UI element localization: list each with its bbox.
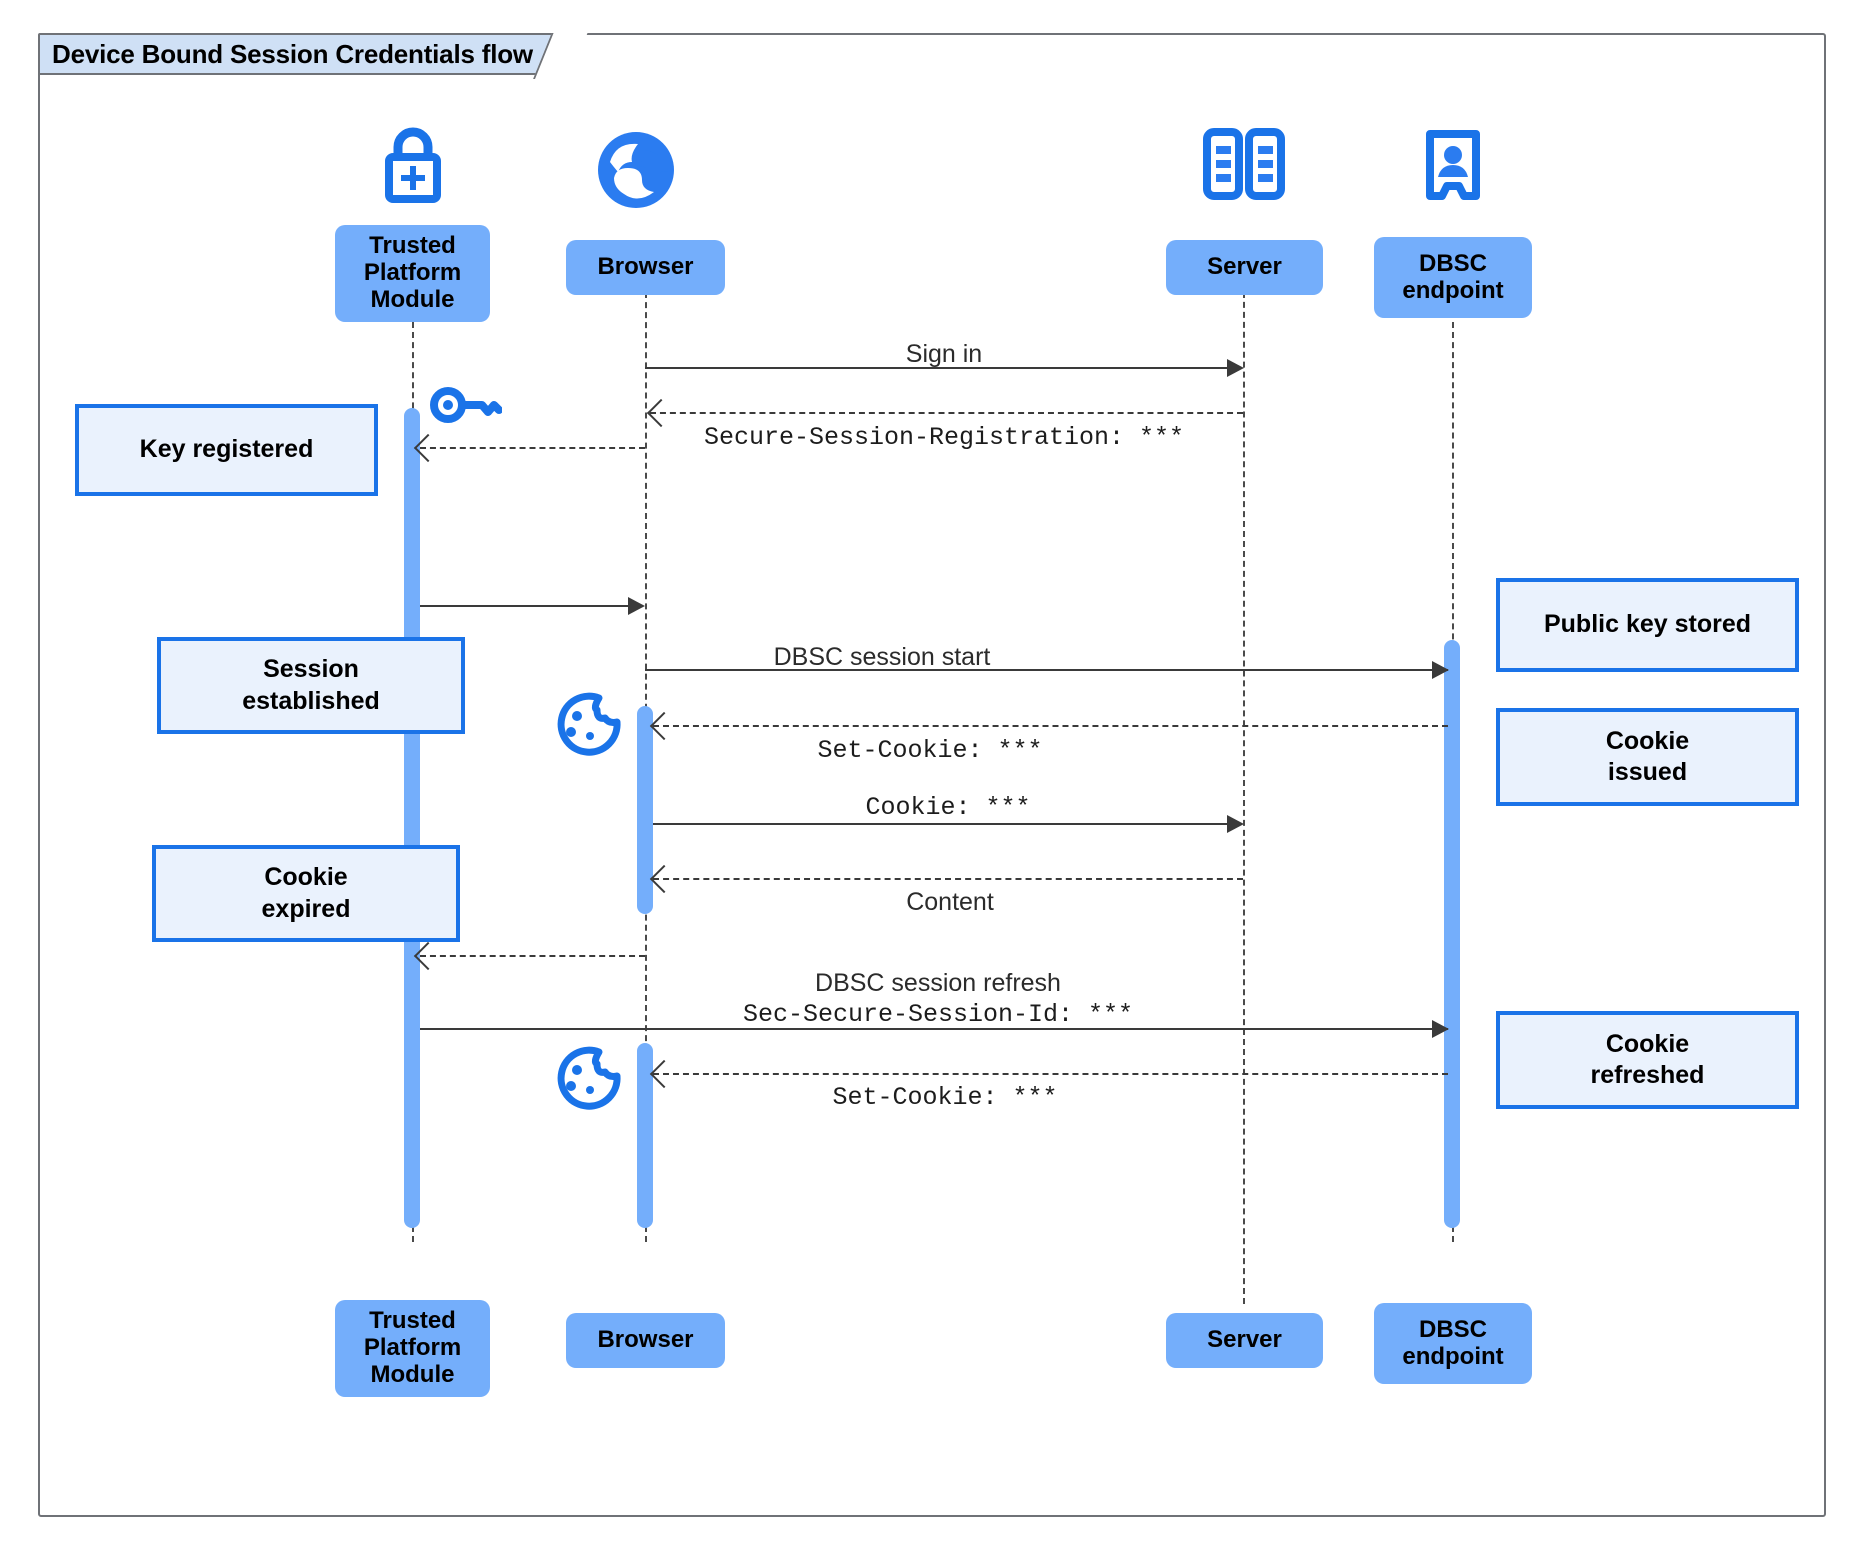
participant-box-server-top[interactable]: Server: [1166, 240, 1323, 295]
activation-dbsc: [1444, 640, 1460, 1228]
message-label-sec-secure-session-id: Sec-Secure-Session-Id: ***: [742, 1000, 1134, 1029]
padlock-plus-icon: [370, 125, 456, 208]
key-icon: [430, 385, 503, 434]
participant-label-browser-bottom: Browser: [597, 1326, 694, 1354]
activation-browser-1: [637, 706, 653, 914]
note-label-session-established: Session established: [242, 655, 380, 715]
message-arrow-browser-to-tpm: [420, 955, 645, 957]
participant-box-server-bottom[interactable]: Server: [1166, 1313, 1323, 1368]
activation-tpm: [404, 408, 420, 1228]
id-badge-icon: [1424, 128, 1482, 207]
note-key-registered: Key registered: [75, 404, 378, 496]
note-label-cookie-issued: Cookie issued: [1605, 726, 1690, 786]
message-label-set-cookie-1: Set-Cookie: ***: [817, 736, 1043, 765]
message-label-content: Content: [906, 888, 994, 916]
participant-label-dbsc: DBSC endpoint: [1402, 249, 1504, 304]
activation-browser-2: [637, 1043, 653, 1228]
server-rack-icon: [1203, 128, 1285, 207]
message-arrow-set-cookie-2: [653, 1073, 1448, 1075]
arrowhead-dbsc-session-refresh: [1432, 1020, 1449, 1038]
participant-label-server-bottom: Server: [1207, 1326, 1282, 1354]
frame-title-tab: Device Bound Session Credentials flow: [38, 33, 569, 75]
note-label-public-key-stored: Public key stored: [1543, 610, 1752, 639]
lifeline-server: [1243, 282, 1245, 1304]
note-session-established: Session established: [157, 637, 465, 734]
participant-box-tpm-top[interactable]: Trusted Platform Module: [335, 225, 490, 322]
message-label-cookie: Cookie: ***: [865, 793, 1031, 822]
arrowhead-cookie: [1227, 815, 1244, 833]
note-label-cookie-expired: Cookie expired: [261, 863, 351, 923]
frame-title-label: Device Bound Session Credentials flow: [52, 38, 533, 69]
participant-label-browser: Browser: [597, 253, 694, 281]
arrowhead-dbsc-session-start: [1432, 661, 1449, 679]
message-label-dbsc-session-refresh: DBSC session refresh: [815, 969, 1061, 997]
message-label-set-cookie-2: Set-Cookie: ***: [832, 1083, 1058, 1112]
participant-box-dbsc-bottom[interactable]: DBSC endpoint: [1374, 1303, 1532, 1384]
note-cookie-issued: Cookie issued: [1496, 708, 1799, 806]
cookie-icon-1: [549, 690, 621, 767]
arrowhead-sign-in: [1227, 359, 1244, 377]
note-label-cookie-refreshed: Cookie refreshed: [1590, 1029, 1705, 1089]
arrowhead-tpm-to-browser: [628, 597, 645, 615]
message-arrow-cookie: [653, 823, 1239, 825]
participant-box-tpm-bottom[interactable]: Trusted Platform Module: [335, 1300, 490, 1397]
message-arrow-secure-session-registration: [650, 412, 1243, 414]
participant-label-tpm-bottom: Trusted Platform Module: [363, 1307, 462, 1388]
participant-label-dbsc-bottom: DBSC endpoint: [1402, 1315, 1504, 1370]
message-arrow-tpm-to-browser: [420, 605, 639, 607]
participant-box-dbsc-top[interactable]: DBSC endpoint: [1374, 237, 1532, 318]
note-label-key-registered: Key registered: [139, 435, 314, 464]
message-arrow-set-cookie-1: [653, 725, 1448, 727]
note-cookie-expired: Cookie expired: [152, 845, 460, 942]
message-arrow-sign-in: [645, 367, 1239, 369]
message-label-dbsc-session-start: DBSC session start: [773, 643, 991, 671]
message-arrow-content: [653, 878, 1243, 880]
note-public-key-stored: Public key stored: [1496, 578, 1799, 672]
message-arrow-dbsc-session-start: [645, 669, 1448, 671]
message-label-secure-session-registration: Secure-Session-Registration: ***: [703, 423, 1185, 452]
participant-box-browser-top[interactable]: Browser: [566, 240, 725, 295]
cookie-icon-2: [549, 1044, 621, 1121]
participant-label-tpm: Trusted Platform Module: [363, 232, 462, 313]
globe-icon: [594, 128, 678, 217]
participant-label-server: Server: [1207, 253, 1282, 281]
message-arrow-register-key-to-tpm: [420, 447, 645, 449]
note-cookie-refreshed: Cookie refreshed: [1496, 1011, 1799, 1109]
message-label-sign-in: Sign in: [905, 340, 983, 368]
message-arrow-dbsc-session-refresh: [420, 1028, 1448, 1030]
participant-box-browser-bottom[interactable]: Browser: [566, 1313, 725, 1368]
